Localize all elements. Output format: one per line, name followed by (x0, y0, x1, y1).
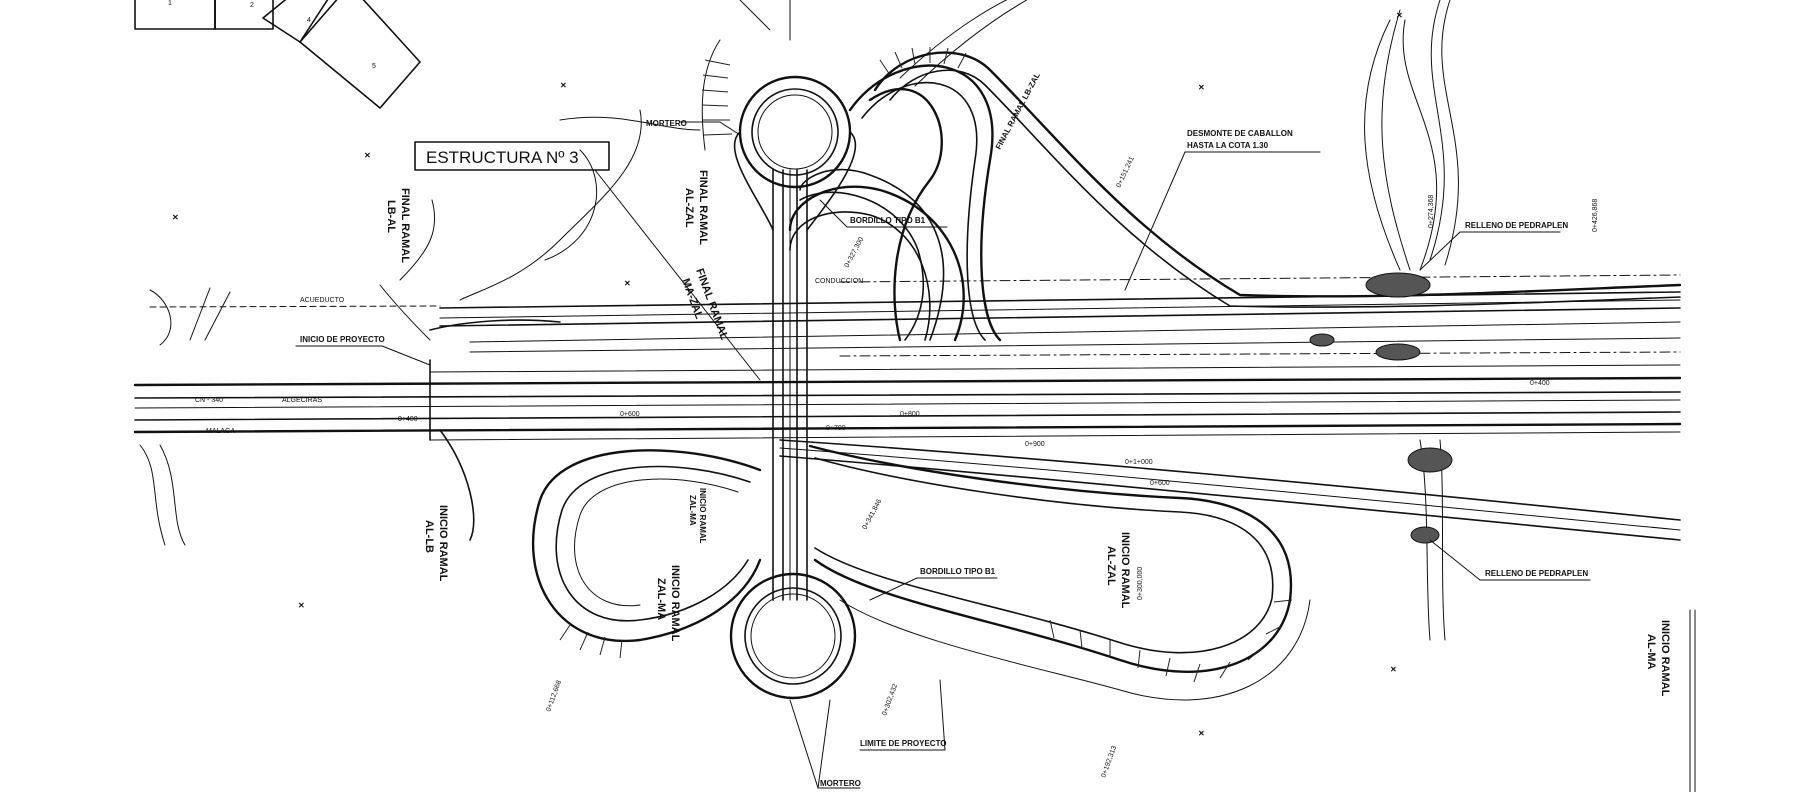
annotation-notes: DESMONTE DE CABALLON HASTA LA COTA 1.30 … (300, 119, 1588, 788)
ramp-inicio-al-ma-1: INICIO RAMAL (1659, 620, 1671, 697)
svg-text:✕: ✕ (624, 279, 631, 288)
terrain-contours (139, 0, 1696, 792)
note-limite-proyecto: LIMITE DE PROYECTO (860, 739, 947, 748)
station-s1: 0+400 (398, 416, 418, 423)
ramp-inicio-al-ma-2: AL-MA (1645, 634, 1657, 669)
station-s2: 0+600 (620, 411, 640, 418)
callout-leaders (295, 121, 1591, 789)
station-s7: 0+600 (1150, 480, 1170, 487)
note-mortero-bottom: MORTERO (820, 779, 861, 788)
ramp-inicio-al-zal-2: AL-ZAL (1105, 546, 1117, 586)
svg-text:✕: ✕ (1198, 83, 1205, 92)
ramp-inicio-zal-ma-a-1: INICIO RAMAL (698, 488, 707, 544)
svg-text:✕: ✕ (172, 213, 179, 222)
ramp-final-lb-al-1: FINAL RAMAL (399, 188, 411, 263)
note-relleno-bottom: RELLENO DE PEDRAPLEN (1485, 569, 1588, 578)
ramp-inicio-zal-ma-a-2: ZAL-MA (688, 495, 697, 526)
main-highway (133, 274, 1682, 541)
station-s14: 0+300,000 (1137, 567, 1144, 600)
station-s15: 0+426,868 (1592, 199, 1599, 232)
rockfill-areas (1309, 272, 1453, 544)
highway-labels: CN - 340 ALGECIRAS MALAGA (195, 397, 322, 435)
sheet-index-key: 1 2 4 5 (134, 0, 421, 109)
overpass-road (739, 0, 808, 601)
station-s11: 0+341,846 (862, 498, 884, 531)
structure-title: ESTRUCTURA Nº 3 (414, 141, 761, 381)
station-s6: 0+1+000 (1125, 459, 1153, 466)
svg-text:✕: ✕ (560, 81, 567, 90)
station-s4: 0+800 (900, 411, 920, 418)
roundabout-north (733, 75, 857, 231)
ramp-inicio-zal-ma-b-2: ZAL-MA (655, 578, 667, 620)
note-bordillo-bottom: BORDILLO TIPO B1 (920, 567, 996, 576)
ramp-west (379, 199, 561, 541)
sheet-label-4: 4 (307, 17, 311, 24)
svg-text:✕: ✕ (364, 151, 371, 160)
label-cn340: CN - 340 (195, 397, 223, 404)
embankment-hatching (559, 39, 1293, 683)
station-s3: 0+700 (826, 425, 846, 432)
label-algeciras: ALGECIRAS (282, 397, 322, 404)
note-inicio-proyecto: INICIO DE PROYECTO (300, 335, 385, 344)
station-s12: 0+112,668 (545, 679, 563, 712)
roundabout-south (729, 572, 857, 700)
sheet-label-5: 5 (372, 63, 376, 70)
loop-ramp-southeast (808, 444, 1311, 701)
svg-text:✕: ✕ (1396, 11, 1403, 20)
structure-title-text: ESTRUCTURA Nº 3 (426, 148, 579, 167)
station-s5: 0+900 (1025, 441, 1045, 448)
station-s13: 0+192,313 (1100, 745, 1118, 779)
station-s9: 0+327,300 (844, 236, 866, 269)
ramp-final-al-zal-1: FINAL RAMAL (697, 170, 709, 245)
ramp-inicio-al-zal-1: INICIO RAMAL (1119, 532, 1131, 609)
note-bordillo-top: BORDILLO TIPO B1 (850, 216, 926, 225)
station-s10: 0+302,432 (881, 683, 899, 717)
sheet-label-1: 1 (168, 0, 172, 7)
loop-ramp-northeast (788, 0, 1682, 342)
ramp-inicio-al-lb-1: INICIO RAMAL (437, 505, 449, 582)
note-acueducto: ACUEDUCTO (300, 297, 345, 304)
note-relleno-top: RELLENO DE PEDRAPLEN (1465, 221, 1568, 230)
note-desmonte-line-1: DESMONTE DE CABALLON (1187, 129, 1293, 138)
ramp-final-lb-zal: FINAL RAMAL LB-ZAL (994, 71, 1042, 151)
svg-text:✕: ✕ (1198, 729, 1205, 738)
label-malaga: MALAGA (206, 428, 236, 435)
survey-crosses: ✕ ✕ ✕ ✕ ✕ ✕ ✕ ✕ ✕ (172, 11, 1403, 738)
ramp-final-al-zal-2: AL-ZAL (683, 188, 695, 228)
ramp-final-lb-al-2: LB-AL (385, 200, 397, 233)
note-desmonte-line-2: HASTA LA COTA 1.30 (1187, 141, 1269, 150)
note-mortero-top: MORTERO (646, 119, 687, 128)
ramp-inicio-al-lb-2: AL-LB (423, 520, 435, 553)
station-s17: 0+151,241 (1115, 156, 1135, 189)
sheet-label-2: 2 (250, 2, 254, 9)
ramp-inicio-zal-ma-b-1: INICIO RAMAL (669, 565, 681, 642)
loop-ramp-southwest (531, 449, 762, 643)
note-conduccion: CONDUCCION (815, 278, 863, 285)
svg-text:✕: ✕ (298, 601, 305, 610)
station-s8: 0+400 (1530, 380, 1550, 387)
station-s16: 0+274,368 (1428, 195, 1435, 228)
svg-text:✕: ✕ (1390, 665, 1397, 674)
